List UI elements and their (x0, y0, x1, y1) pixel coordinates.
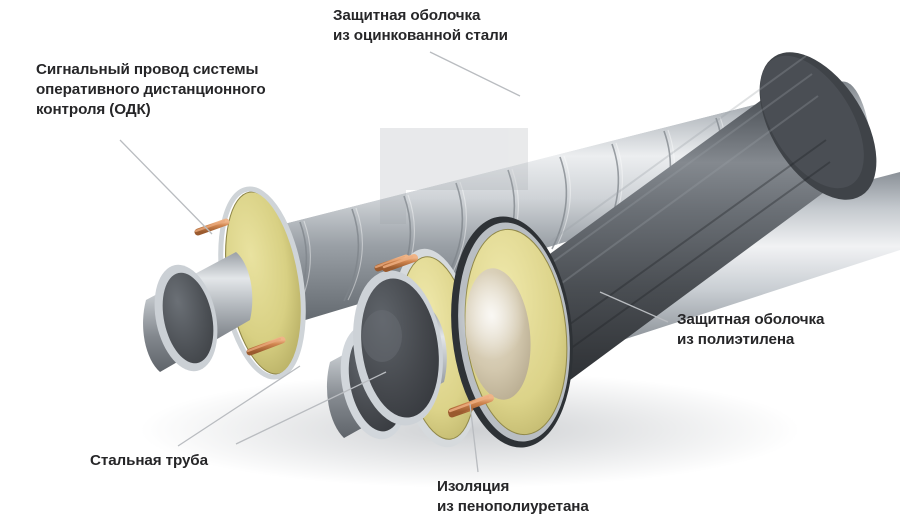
label-insulation: Изоляция из пенополиуретана (437, 478, 589, 515)
leader-lines (119, 51, 669, 473)
label-galvanized-casing: Защитная оболочка из оцинкованной стали (333, 7, 508, 44)
leader-insulation (469, 403, 479, 473)
front-pipe-bore (361, 278, 439, 418)
rear-pipe-bore (162, 272, 214, 364)
pipe-front (353, 52, 877, 448)
ground-shadow (140, 372, 800, 488)
leader-steelpipe-2 (235, 371, 387, 445)
pe-sheen (499, 55, 819, 319)
watermark-block (380, 128, 528, 224)
leader-galvanized (429, 51, 521, 97)
rear-odk-wires (194, 218, 286, 356)
leader-steelpipe-1 (177, 365, 301, 447)
leader-polyethylene (599, 291, 669, 323)
label-polyethylene-casing: Защитная оболочка из полиэтилена (677, 311, 825, 348)
label-steel-pipe: Стальная труба (90, 452, 208, 469)
front-odk-wires (382, 254, 494, 416)
label-odk-signal-wire: Сигнальный провод системы оперативного д… (36, 61, 266, 118)
leader-odk (119, 139, 213, 235)
